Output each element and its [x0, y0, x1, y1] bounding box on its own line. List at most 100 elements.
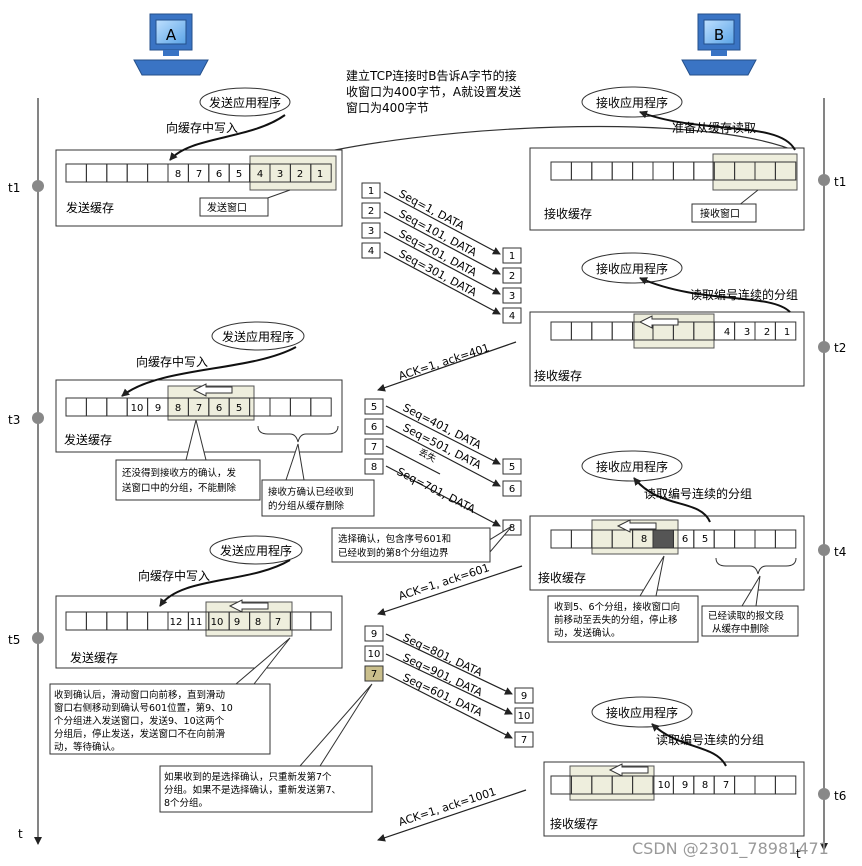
retransmit-packet: [364, 665, 384, 682]
time-label: t4: [834, 545, 846, 559]
segment-arrow: [383, 251, 501, 315]
top-note-line: 收窗口为400字节，A就设置发送: [346, 84, 521, 99]
callout-text: 已经收到的第8个分组边界: [338, 547, 449, 559]
time-label: t5: [8, 633, 20, 647]
packet-number: 3: [509, 291, 515, 302]
cell-label: 8: [641, 534, 647, 545]
recv-app-bubble: [591, 696, 693, 728]
packet-number: 1: [509, 251, 515, 262]
write-label: 向缓存中写入: [136, 354, 208, 369]
callout-text: 如果收到的是选择确认，只重新发第7个: [164, 771, 332, 783]
callout-box: [331, 527, 491, 563]
send-buffer-label: 发送缓存: [64, 432, 112, 447]
packet-number: 8: [509, 523, 515, 534]
write-arrow: [159, 559, 291, 607]
segment-label: Seq=701, DATA: [395, 465, 478, 516]
callout-text: 8个分组。: [164, 797, 208, 809]
packet-number: 5: [509, 462, 515, 473]
cell-label: 3: [277, 169, 283, 180]
axis-label: t: [796, 847, 801, 861]
left-arrow-icon: [192, 383, 233, 397]
send-app-label: 发送应用程序: [220, 543, 292, 558]
brace: [715, 557, 797, 575]
time-marker: [818, 544, 830, 556]
packet-number: 10: [518, 711, 531, 722]
brace: [257, 425, 339, 443]
host-a-label: A: [166, 26, 177, 44]
callout-text: 动，发送确认。: [554, 627, 621, 639]
left-arrow-icon: [608, 763, 649, 777]
write-label: 向缓存中写入: [166, 120, 238, 135]
time-marker: [818, 341, 830, 353]
packet: [502, 287, 522, 304]
buffer-cell: [310, 163, 332, 183]
packet-number: 3: [368, 226, 374, 237]
cell-label: 6: [682, 534, 688, 545]
packet-number: 1: [368, 186, 374, 197]
packet: [364, 645, 384, 662]
packet-number: 7: [521, 735, 527, 746]
lost-segment-line: [385, 445, 441, 475]
callout-text: 已经读取的报文段: [708, 610, 785, 622]
send-app-label: 发送应用程序: [209, 95, 281, 110]
cell-label: 4: [724, 327, 730, 338]
ack-arrow: [377, 341, 517, 392]
packet-number: 6: [371, 422, 377, 433]
packet-number: 8: [371, 462, 377, 473]
cell-label: 6: [216, 403, 222, 414]
time-marker: [32, 180, 44, 192]
callout-text: 接收方确认已经收到: [268, 486, 354, 498]
callout-pointer: [298, 683, 373, 767]
segment-arrow: [383, 191, 501, 255]
recv-app-label: 接收应用程序: [596, 459, 668, 474]
time-marker: [818, 788, 830, 800]
callout-box: [115, 459, 261, 501]
packet-number: 9: [521, 691, 527, 702]
cell-label: 8: [175, 169, 181, 180]
lost-packet-slot: [652, 529, 674, 549]
time-marker: [32, 412, 44, 424]
callout-text: 还没得到接收方的确认，发: [122, 467, 237, 479]
cell-label: 7: [196, 169, 202, 180]
packet: [361, 182, 381, 199]
packet-number: 4: [368, 246, 374, 257]
time-marker: [32, 632, 44, 644]
callout-text: 的分组从缓存删除: [268, 500, 345, 512]
packet: [364, 625, 384, 642]
cell-label: 8: [255, 617, 261, 628]
packet: [502, 307, 522, 324]
ack-label: ACK=1, ack=401: [397, 341, 491, 383]
window-size-arrow: [291, 125, 799, 163]
packet: [502, 458, 522, 475]
recv-app-bubble: [581, 450, 683, 482]
recv-app-label: 接收应用程序: [596, 95, 668, 110]
left-arrow-icon: [228, 599, 269, 613]
packet: [502, 480, 522, 497]
cell-label: 8: [702, 780, 708, 791]
packet: [514, 731, 534, 748]
cell-label: 4: [257, 169, 263, 180]
packet: [502, 247, 522, 264]
recv-window-label: 接收窗口: [700, 207, 740, 220]
read-arrow: [633, 477, 711, 523]
time-label: t6: [834, 789, 846, 803]
top-note: 建立TCP连接时B告诉A字节的接 收窗口为400字节，A就设置发送 窗口为400…: [346, 68, 521, 115]
packet-number: 5: [371, 402, 377, 413]
segment-arrow: [385, 633, 513, 695]
packet: [514, 707, 534, 724]
segment-arrow: [385, 405, 501, 465]
top-note-line: 窗口为400字节: [346, 100, 429, 115]
cell-label: 9: [682, 780, 688, 791]
callout-text: 收到5、6个分组，接收窗口向: [554, 601, 680, 613]
left-arrow-icon: [638, 315, 679, 329]
buffer-cell: [310, 397, 332, 417]
packet: [502, 267, 522, 284]
packet-number: 2: [509, 271, 515, 282]
ack-label: ACK=1, ack=1001: [397, 785, 498, 829]
ack-label: ACK=1, ack=601: [397, 561, 491, 603]
packet: [364, 458, 384, 475]
callout-text: 分组。如果不是选择确认，重新发送第7、: [164, 784, 341, 796]
packet-number: 7: [371, 669, 377, 680]
time-label: t2: [834, 341, 846, 355]
